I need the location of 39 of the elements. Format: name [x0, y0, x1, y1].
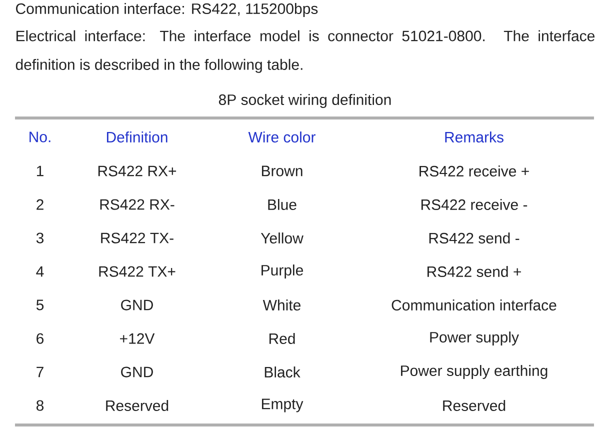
table-cell: 2 — [36, 199, 44, 210]
table-cell: RS422 receive + — [420, 166, 529, 177]
table-cell: Empty — [262, 398, 304, 412]
column-header: Wire color — [248, 132, 316, 142]
table-cell: RS422 receive - — [421, 199, 528, 210]
table-cell: 7 — [36, 366, 44, 378]
table-cell: RS422 send + — [428, 266, 521, 278]
intro-text: Communication interface: RS422, 115200bps — [16, 3, 318, 17]
table-cell: 1 — [36, 166, 44, 176]
table-cell: RS422 TX- — [101, 232, 174, 244]
table-cell: GND — [121, 300, 153, 310]
table-cell: RS422 send - — [429, 232, 520, 244]
table-cell: 8 — [36, 400, 44, 411]
table-cell: Communication interface — [392, 300, 556, 311]
table-cell: Yellow — [260, 232, 304, 244]
table-cell: Power supply — [430, 332, 519, 346]
table-cell: White — [262, 300, 300, 311]
table-cell: Brown — [262, 166, 302, 176]
table-cell: 5 — [36, 300, 44, 310]
table-cell: Red — [269, 333, 295, 344]
paragraph: Electrical interface: The interface model is connector 51021-0800. The interface definition is described in the following table. — [16, 30, 595, 73]
table-cell: Reserved — [106, 400, 168, 412]
table-cell: Reserved — [443, 400, 506, 412]
table-cell: +12V — [120, 333, 155, 344]
table-cell: 6 — [36, 333, 44, 344]
table-cell: Purple — [262, 264, 303, 278]
column-header: Remarks — [445, 132, 504, 142]
table-cell: Blue — [268, 199, 296, 210]
table-caption: 8P socket wiring definition — [218, 94, 391, 108]
table-cell: RS422 RX- — [100, 199, 174, 210]
table-cell: GND — [121, 366, 153, 378]
table-cell: 4 — [36, 266, 44, 277]
table-cell: 3 — [36, 232, 44, 244]
table-cell: Power supply earthing — [401, 365, 548, 379]
table-cell: Black — [264, 366, 300, 378]
column-header: No. — [30, 132, 50, 142]
table-cell: RS422 TX+ — [99, 266, 176, 277]
table-cell: RS422 RX+ — [98, 166, 176, 176]
column-header: Definition — [106, 132, 168, 142]
